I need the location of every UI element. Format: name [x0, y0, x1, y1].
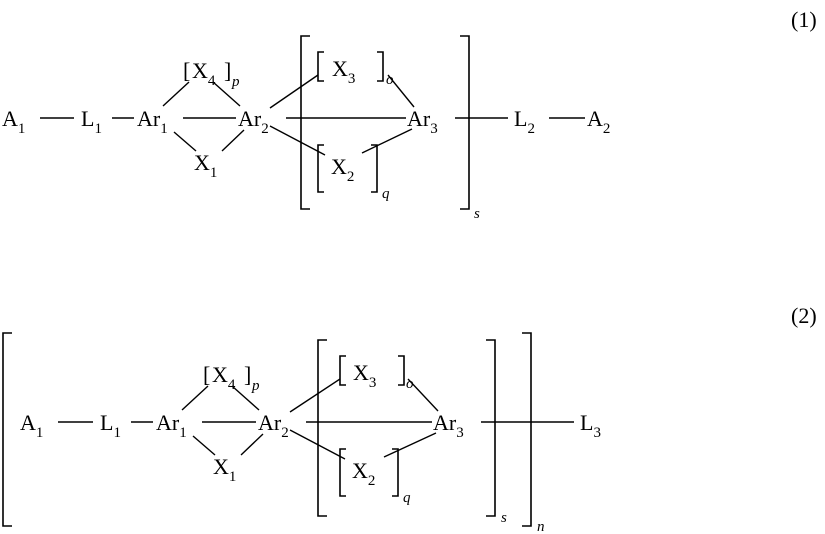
atom-x4: X4: [192, 58, 216, 89]
bracket-x3-open: [340, 356, 346, 385]
atom-x1: X1: [213, 454, 236, 485]
group-repeat-s: s: [301, 36, 480, 222]
bond-ar2-x2: [270, 126, 325, 155]
bond-x1-ar2: [222, 130, 244, 151]
atom-x2: X2: [352, 458, 375, 489]
atom-x1: X1: [194, 150, 217, 181]
atom-ar1: Ar1: [156, 410, 187, 441]
formula-number-2: (2): [791, 303, 817, 328]
bond-ar1-x1: [193, 436, 215, 455]
bond-ar1-x1: [174, 132, 196, 151]
bracket-x2-close: [371, 145, 377, 192]
atom-ar1: Ar1: [137, 106, 168, 137]
bracket-x3-open: [318, 52, 324, 81]
atom-l2: L2: [514, 106, 535, 137]
group-x4-bracket: [ X4 ] p: [203, 362, 260, 394]
bracket-open: [: [183, 58, 190, 83]
index-n: n: [537, 519, 545, 534]
group-x3-bracket: X3 o: [340, 356, 414, 392]
bond-ar2-x3: [270, 75, 318, 108]
index-q: q: [403, 490, 411, 506]
atom-ar2: Ar2: [238, 106, 269, 137]
atom-l1: L1: [81, 106, 102, 137]
group-x4-bracket: [ X4 ] p: [183, 58, 240, 90]
index-o: o: [386, 72, 394, 88]
atom-a2: A2: [587, 106, 610, 137]
bond-ar2-x3: [290, 379, 340, 412]
bond-x2-ar3: [384, 433, 436, 457]
index-s: s: [501, 510, 507, 526]
atom-x3: X3: [332, 56, 355, 87]
atom-x4: X4: [212, 362, 236, 393]
atom-l1: L1: [100, 410, 121, 441]
index-s: s: [474, 206, 480, 222]
bracket-x3-close: [377, 52, 383, 81]
formula-2: (2) A1 L1 Ar1 Ar2 Ar3 L3 X1 [ X4 ] p: [3, 303, 817, 534]
bond-x2-ar3: [362, 129, 412, 153]
group-x2-bracket: X2 q: [318, 145, 390, 202]
index-p: p: [231, 74, 240, 90]
atom-l3: L3: [580, 410, 601, 441]
bracket-x3-close: [398, 356, 404, 385]
index-q: q: [382, 186, 390, 202]
bracket-big-close: [460, 36, 469, 209]
bracket-close: ]: [224, 58, 231, 83]
bracket-s-close: [486, 340, 495, 516]
atom-x2: X2: [331, 154, 354, 185]
atom-a1: A1: [20, 410, 43, 441]
atom-ar2: Ar2: [258, 410, 289, 441]
bracket-s-open: [318, 340, 327, 516]
bond-ar1-x4: [163, 82, 189, 106]
group-repeat-s: s: [318, 340, 507, 526]
index-o: o: [406, 376, 414, 392]
bracket-n-open: [3, 333, 12, 526]
atom-x3: X3: [353, 360, 376, 391]
atom-ar3: Ar3: [433, 410, 464, 441]
formula-number-1: (1): [791, 7, 817, 32]
atom-ar3: Ar3: [407, 106, 438, 137]
bracket-x2-close: [392, 449, 398, 496]
bond-x1-ar2: [241, 434, 263, 455]
bracket-open: [: [203, 362, 210, 387]
index-p: p: [251, 378, 260, 394]
group-x2-bracket: X2 q: [340, 449, 411, 506]
bracket-close: ]: [244, 362, 251, 387]
bond-ar1-x4: [182, 386, 208, 410]
bracket-big-open: [301, 36, 310, 209]
bracket-n-close: [522, 333, 531, 526]
atom-a1: A1: [2, 106, 25, 137]
group-x3-bracket: X3 o: [318, 52, 394, 88]
formula-1: (1) A1 L1 Ar1 Ar2 Ar3 L2 A2 X1 [ X4 ] p: [2, 7, 817, 222]
